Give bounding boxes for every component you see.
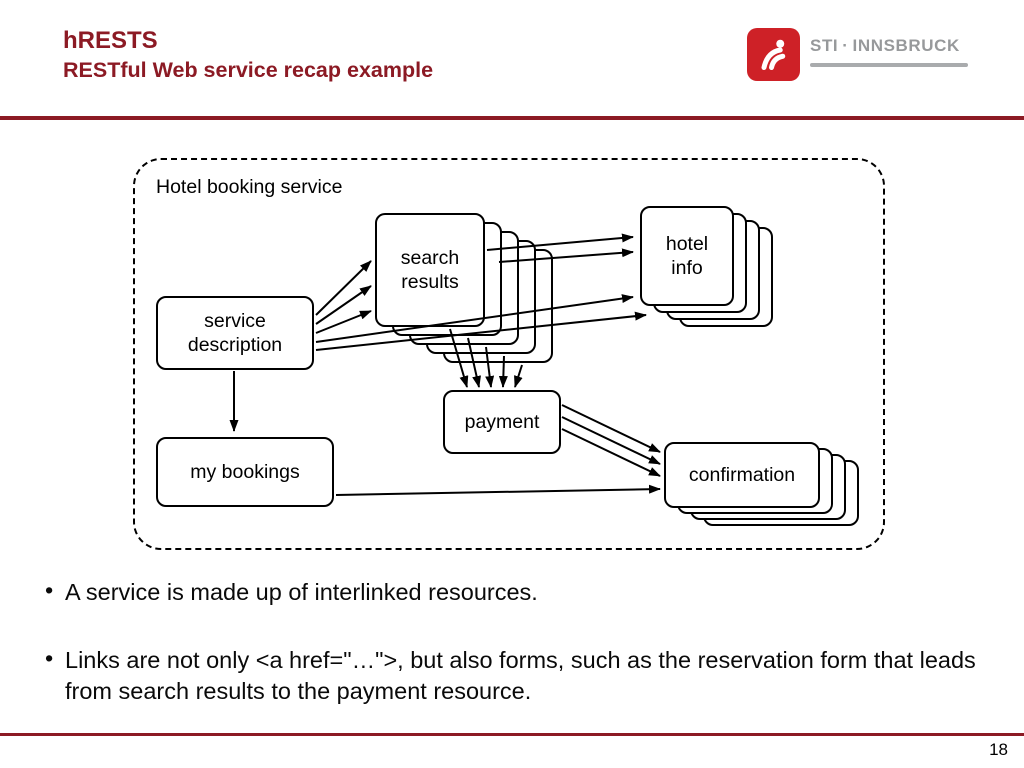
bullet-text: A service is made up of interlinked reso… <box>65 579 538 605</box>
logo-underline <box>810 63 968 67</box>
page-number: 18 <box>989 740 1008 759</box>
node-payment: payment <box>443 390 561 454</box>
bullet-item: • A service is made up of interlinked re… <box>45 577 538 608</box>
logo-text-secondary: INNSBRUCK <box>852 36 960 55</box>
page-title: hRESTS <box>63 27 158 54</box>
bullet-text: Links are not only <a href="…">, but als… <box>65 647 976 704</box>
bullet-marker: • <box>45 645 54 671</box>
bullet-item: • Links are not only <a href="…">, but a… <box>45 645 985 706</box>
diagram-title: Hotel booking service <box>156 176 343 198</box>
node-search-results: search results <box>375 213 485 327</box>
hotel-booking-service-frame <box>133 158 885 550</box>
page-subtitle: RESTful Web service recap example <box>63 58 434 82</box>
node-confirmation: confirmation <box>664 442 820 508</box>
logo-text-primary: STI <box>810 36 839 55</box>
footer-divider <box>0 733 1024 736</box>
sti-figure-icon <box>747 28 800 81</box>
node-service-description: service description <box>156 296 314 370</box>
logo-text: STI·INNSBRUCK <box>810 36 968 56</box>
logo-wordmark: STI·INNSBRUCK <box>810 36 968 67</box>
node-my-bookings: my bookings <box>156 437 334 507</box>
logo-separator: · <box>842 36 849 55</box>
node-hotel-info: hotel info <box>640 206 734 306</box>
sti-logo: STI·INNSBRUCK <box>747 28 968 81</box>
header-divider <box>0 116 1024 120</box>
bullet-marker: • <box>45 577 54 603</box>
